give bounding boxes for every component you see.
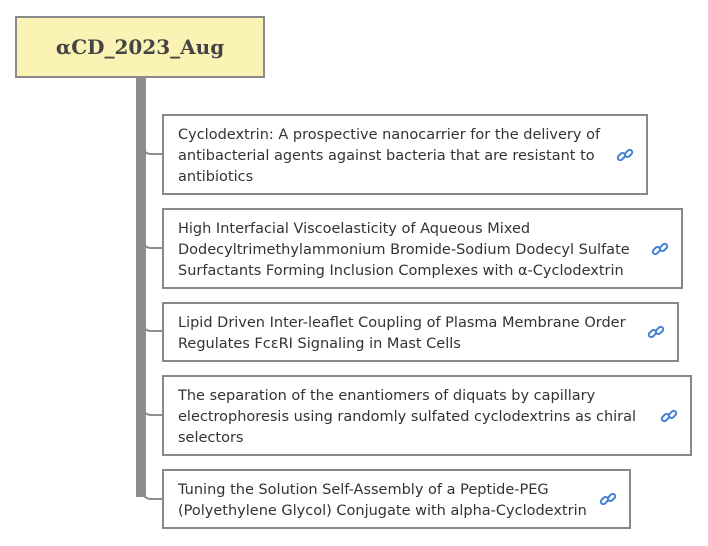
link-icon[interactable] [616, 146, 634, 164]
child-topic-label: Tuning the Solution Self-Assembly of a P… [178, 482, 587, 519]
tree-trunk-connector [136, 78, 146, 497]
child-topic-label: High Interfacial Viscoelasticity of Aque… [178, 221, 630, 279]
link-icon[interactable] [599, 490, 617, 508]
child-topic[interactable]: Tuning the Solution Self-Assembly of a P… [162, 469, 631, 529]
child-topic[interactable]: Lipid Driven Inter-leaflet Coupling of P… [162, 302, 679, 362]
branch-connector [141, 214, 165, 249]
branch-connector [141, 382, 165, 416]
root-topic-title: αCD_2023_Aug [55, 35, 225, 59]
branch-connector [141, 308, 165, 332]
child-topic-label: The separation of the enantiomers of diq… [178, 388, 637, 446]
branch-connector [141, 120, 165, 155]
child-topic-label: Cyclodextrin: A prospective nanocarrier … [178, 127, 601, 185]
link-icon[interactable] [651, 240, 669, 258]
root-topic[interactable]: αCD_2023_Aug [15, 16, 265, 78]
child-topic-label: Lipid Driven Inter-leaflet Coupling of P… [178, 315, 626, 352]
link-icon[interactable] [647, 323, 665, 341]
link-icon[interactable] [660, 407, 678, 425]
branch-connector [141, 476, 165, 500]
child-topic[interactable]: High Interfacial Viscoelasticity of Aque… [162, 208, 683, 289]
child-topic[interactable]: The separation of the enantiomers of diq… [162, 375, 692, 456]
child-topic[interactable]: Cyclodextrin: A prospective nanocarrier … [162, 114, 648, 195]
